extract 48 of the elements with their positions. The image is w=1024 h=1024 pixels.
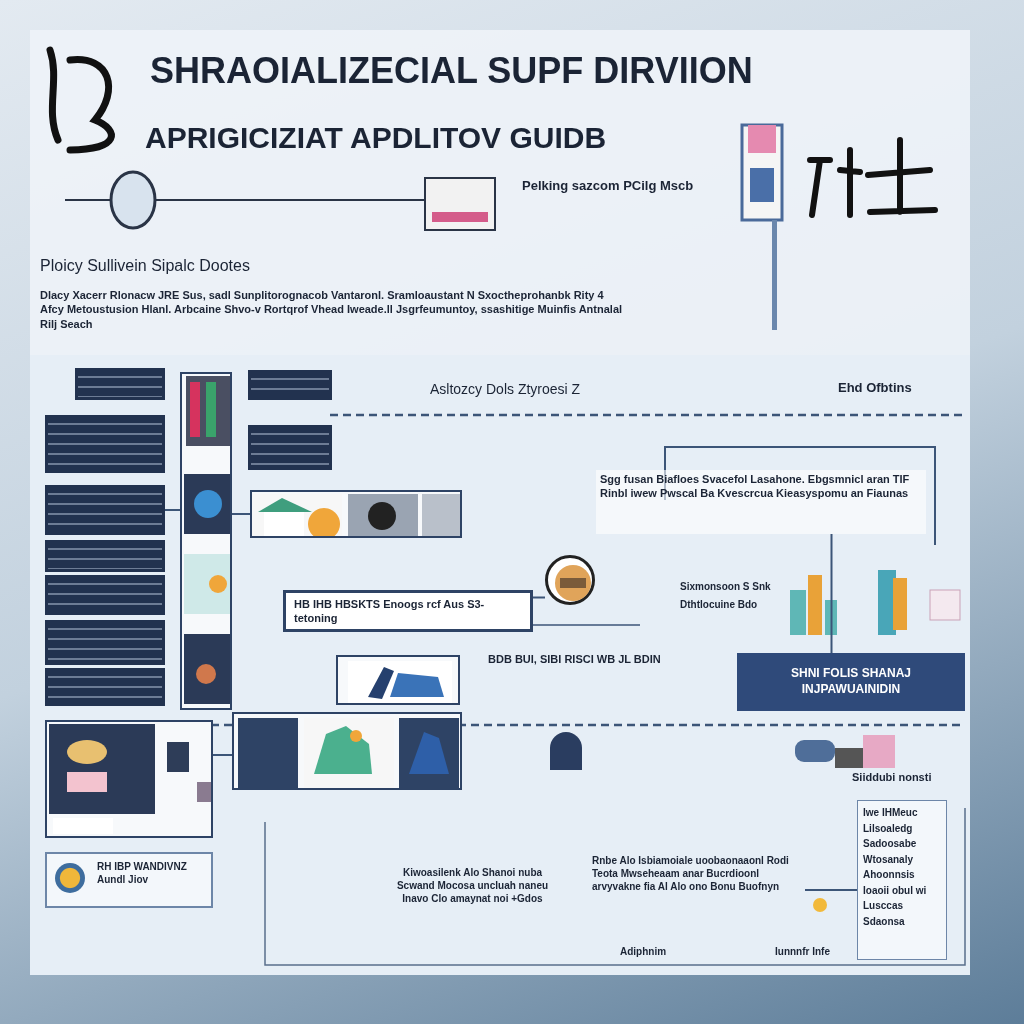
dark-panel [45, 620, 165, 665]
list-item-text: Ioaoii obul wi [863, 883, 928, 898]
node-text: Sgg fusan Biafloes Svacefol Lasahone. Ebgsmnicl aran TIF Rinbl iwew Pwscal Ba Kvescrcua Kieasyspomu an Fiaunas [600, 472, 911, 501]
connector-line [532, 596, 546, 599]
focus-box [737, 653, 965, 711]
dark-panel [45, 668, 165, 706]
node-text: Aundl Jiov [97, 873, 150, 886]
subtitle: APRIGICIZIAT APDLITOV GUIDB [145, 120, 607, 156]
node-text: HB IHB HBSKTS Enoogs rcf Aus S3-tetoning [294, 597, 486, 626]
dark-panel [45, 415, 165, 473]
list-item-text: Lusccas [863, 899, 905, 913]
list-item-text: Ahoonnsis [863, 868, 916, 882]
list-item-text: Lilsoaledg [863, 821, 914, 836]
list-item-text: Sadoosabe [863, 837, 918, 851]
info-card [45, 852, 213, 908]
note-text: BDB BUI, SIBI RISCI WB JL BDIN [488, 652, 661, 667]
node-text: RH IBP WANDIVNZ [97, 860, 188, 873]
note-text: Sixmonsoon S Snk [680, 580, 771, 593]
dark-panel [75, 368, 165, 400]
dark-panel [248, 370, 332, 400]
node-text: SHNI FOLIS SHANAJ INJPAWUAINIDIN [790, 666, 912, 698]
title: SHRAOIALIZECIAL SUPF DIRVIION [150, 49, 753, 93]
footnote-text: Iunnnfr Infe [775, 945, 830, 958]
text-block [596, 470, 926, 534]
dark-panel [45, 575, 165, 615]
text-box [283, 590, 533, 632]
dark-panel [45, 485, 165, 535]
node-text: Kiwoasilenk Alo Shanoi nuba Scwand Mocosa uncluah naneu Inavo Clo amaynat noi +Gdos [395, 865, 550, 905]
connector-line [164, 509, 181, 511]
connector-line [212, 754, 233, 756]
footnote-text: Adiphnim [620, 945, 667, 958]
dark-panel [45, 540, 165, 572]
note-text: Dthtlocuine Bdo [680, 598, 758, 611]
paragraph-text: Dlacy Xacerr Rlonacw JRE Sus, sadl Sunplitorognacob Vantaronl. Sramloaustant N Sxoctheprohanbk Rity 4 Afcy Metoustusion Hlanl. Arbcaine Shvo-v Rortqrof Vhead Iweade.ll Jsgrfeumuntoy, ssashitige Muinfis Antnalal Rilj Seach [40, 288, 624, 331]
node-text: Rnbe Alo Isbiamoiale uoobaonaaonl Rodi Teota Mwseheaam anar Bucrdioonl arvyvakne fia Al Alo ono Bonu Buofnyn [592, 854, 790, 893]
list-panel [857, 800, 947, 960]
connector-line [830, 533, 833, 654]
chart-heading: Asltozcy Dols Ztyroesi Z [430, 380, 581, 399]
caption-text: Pelking sazcom PCilg Mscb [522, 178, 694, 195]
corner-heading: Ehd Ofbtins [838, 380, 912, 397]
section-heading: Ploicy Sullivein Sipalc Dootes [40, 256, 250, 276]
list-item-text: Sdaonsa [863, 914, 906, 929]
dark-panel [248, 425, 332, 470]
connector-line [231, 513, 251, 515]
note-text: Siiddubi nonsti [852, 770, 932, 785]
list-item-text: Wtosanaly [863, 852, 914, 867]
list-item-text: Iwe IHMeuc [863, 806, 919, 820]
connector-line [804, 889, 858, 891]
